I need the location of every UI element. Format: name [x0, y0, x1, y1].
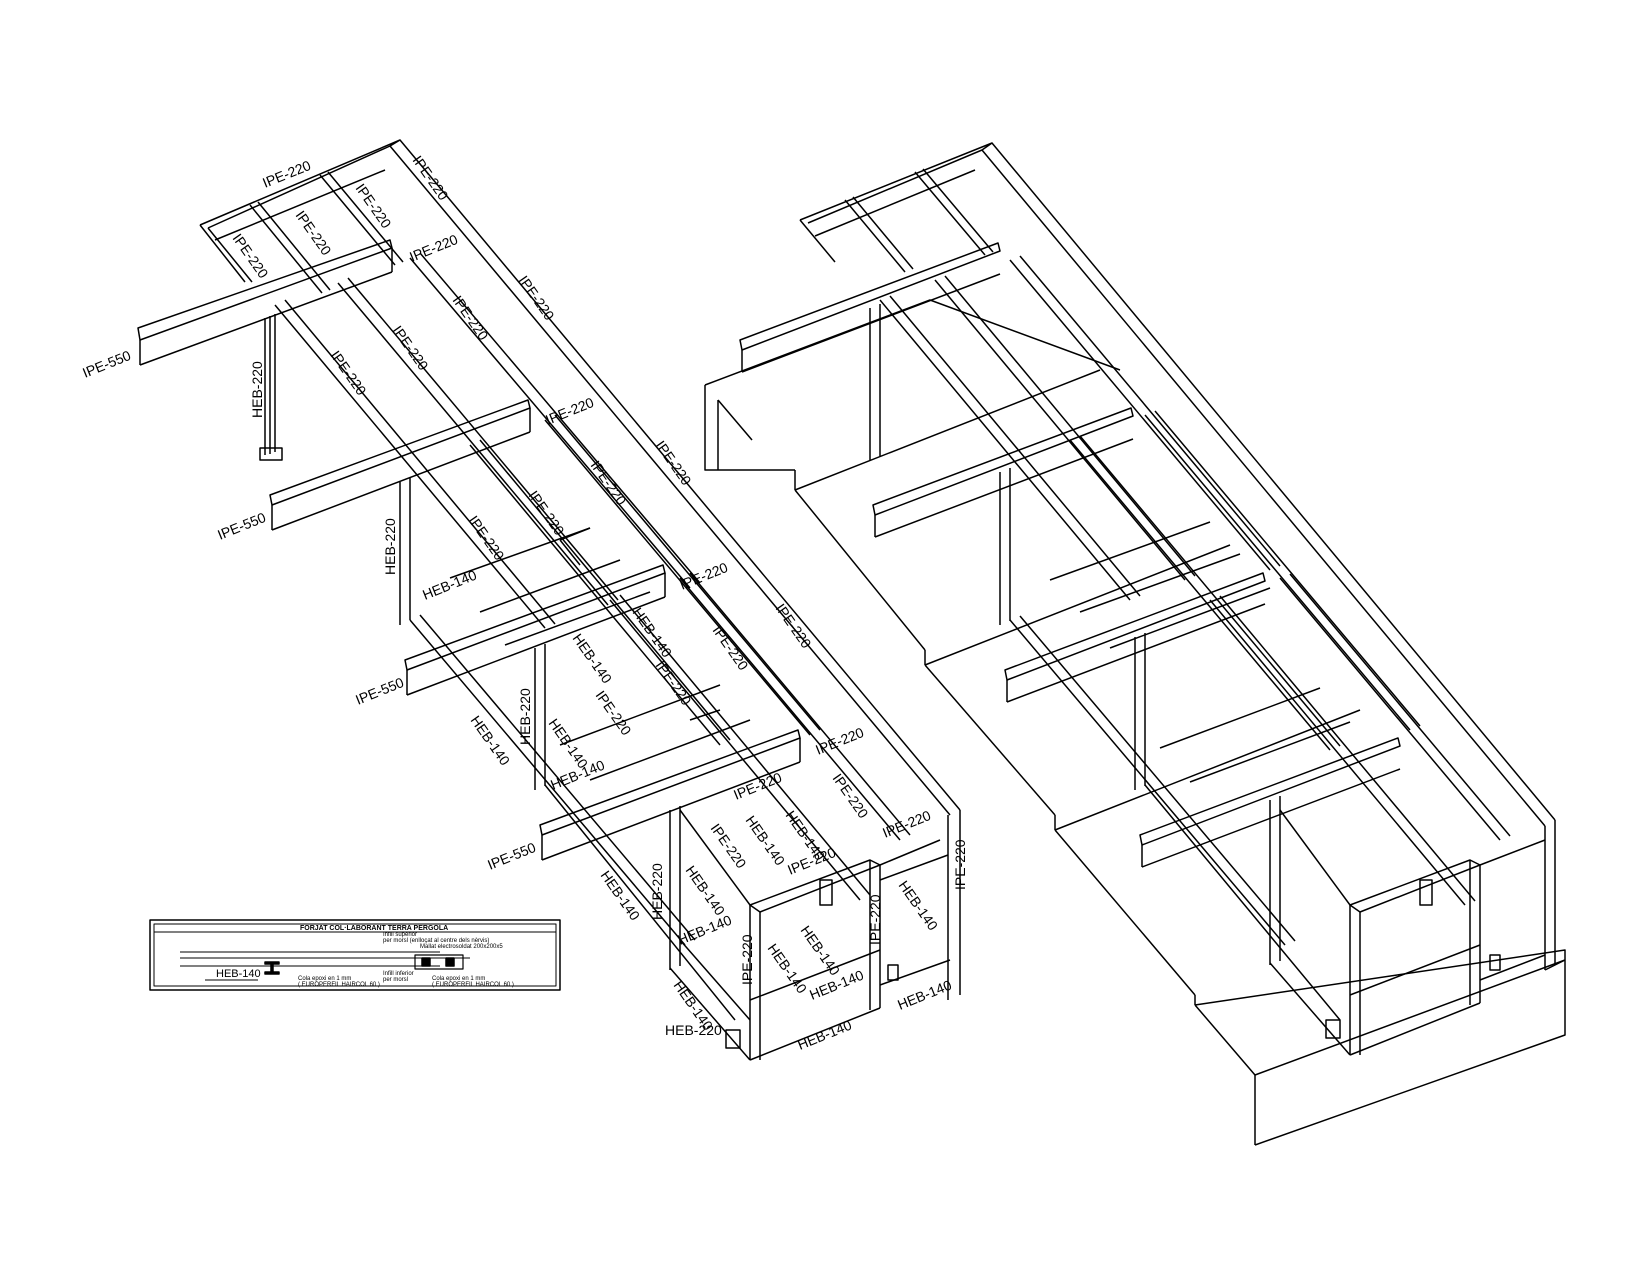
label-ipe220-top-5: IPE-220 — [230, 231, 272, 282]
label-ipe220-mid-5: IPE-220 — [588, 458, 630, 509]
left-steel-structure — [137, 139, 961, 1061]
detail-note-glue-3: Cola epoxi en 1 mm — [432, 976, 485, 982]
detail-title: FORJAT COL·LABORANT TERRA PERGOLA — [300, 925, 448, 932]
label-heb140-12: HEB-140 — [675, 912, 734, 948]
label-heb140-16: HEB-140 — [895, 977, 954, 1013]
label-heb220-1: HEB-220 — [249, 361, 265, 418]
label-ipe550-1: IPE-550 — [80, 347, 133, 381]
label-ipe220-mid-14: IPE-220 — [731, 769, 784, 803]
label-ipe220-top-6: IPE-220 — [407, 231, 460, 265]
detail-note-upper-1: Infill superior — [383, 932, 417, 938]
detail-note-lower-2: per morsl — [383, 977, 408, 983]
label-ipe220-edge-4: IPE-220 — [952, 839, 968, 890]
detail-note-mesh: Mallat electrosoldat 200x200x5 — [420, 944, 503, 950]
label-ipe220-edge-3: IPE-220 — [773, 601, 815, 652]
label-heb140-1: HEB-140 — [420, 567, 479, 603]
detail-note-lower-1: Infill inferior — [383, 971, 414, 977]
label-heb220-4: HEB-220 — [649, 863, 665, 920]
label-ipe220-mid-16: IPE-220 — [880, 807, 933, 841]
label-heb140-9: HEB-140 — [683, 863, 729, 919]
detail-note-glue-4: ( EUROPERFIL HAIRCOL 60 ) — [432, 982, 514, 988]
label-ipe220-top-4: IPE-220 — [293, 208, 335, 259]
section-detail-box: FORJAT COL·LABORANT TERRA PERGOLA HEB-14… — [149, 919, 561, 991]
label-ipe220-mid-19: IPE-220 — [739, 934, 755, 985]
label-ipe220-top-1: IPE-220 — [260, 157, 313, 191]
label-heb220-3: HEB-220 — [517, 688, 533, 745]
label-ipe220-mid-10: IPE-220 — [653, 658, 695, 709]
label-heb140-11: HEB-140 — [896, 878, 942, 934]
label-ipe220-mid-2: IPE-220 — [390, 323, 432, 374]
label-heb140-18: HEB-140 — [795, 1017, 854, 1053]
label-heb220-5: HEB-220 — [665, 1022, 722, 1038]
label-ipe220-mid-7: IPE-220 — [466, 513, 508, 564]
label-ipe220-mid-13: IPE-220 — [830, 771, 872, 822]
detail-heb140-label: HEB-140 — [216, 968, 261, 980]
label-heb140-3: HEB-140 — [570, 631, 616, 687]
label-ipe220-mid-4: IPE-220 — [543, 394, 596, 428]
label-ipe220-mid-1: IPE-220 — [450, 293, 492, 344]
label-ipe550-3: IPE-550 — [353, 674, 406, 708]
label-ipe220-edge-1: IPE-220 — [516, 273, 558, 324]
label-ipe550-2: IPE-550 — [215, 509, 268, 543]
label-ipe220-mid-3: IPE-220 — [328, 348, 370, 399]
label-ipe220-top-3: IPE-220 — [353, 181, 395, 232]
detail-note-glue-2: ( EUROPERFIL HAIRCOL 60 ) — [298, 982, 380, 988]
label-ipe220-mid-18: IPE-220 — [867, 894, 883, 945]
label-ipe550-4: IPE-550 — [485, 839, 538, 873]
label-heb140-13: HEB-140 — [798, 923, 844, 979]
right-steel-structure — [704, 142, 1566, 1146]
label-heb140-4: HEB-140 — [468, 713, 514, 769]
label-ipe220-edge-2: IPE-220 — [653, 438, 695, 489]
label-ipe220-mid-15: IPE-220 — [708, 821, 750, 872]
label-heb220-2: HEB-220 — [382, 518, 398, 575]
label-heb140-10: HEB-140 — [598, 868, 644, 924]
label-heb140-14: HEB-140 — [765, 941, 811, 997]
label-ipe220-mid-9: IPE-220 — [710, 623, 752, 674]
detail-note-glue-1: Cola epoxi en 1 mm — [298, 976, 351, 982]
label-ipe220-mid-8: IPE-220 — [677, 559, 730, 593]
detail-note-upper-2: per morsl (enlloçat al centre dels nèrvi… — [383, 938, 489, 944]
